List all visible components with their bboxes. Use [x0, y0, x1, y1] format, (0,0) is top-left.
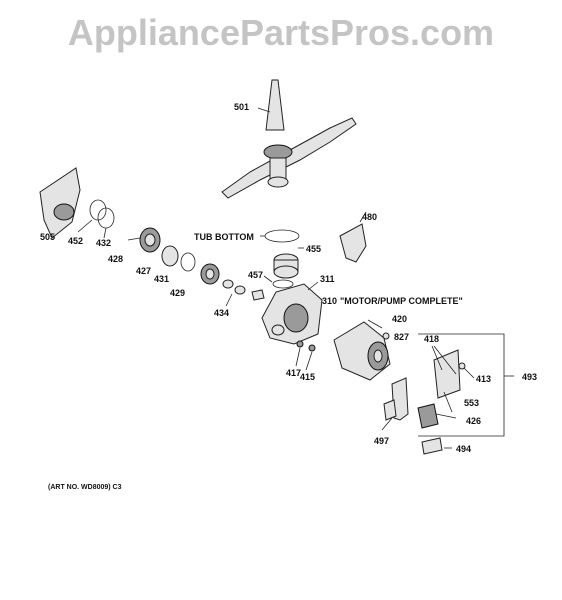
tub-bottom-ring	[264, 229, 300, 243]
clamp-part-457[interactable]	[272, 279, 294, 289]
art-number: (ART NO. WD8009) C3	[48, 484, 122, 491]
connector-part-494[interactable]	[421, 437, 443, 455]
gasket-part-431[interactable]	[180, 252, 196, 272]
callout-413: 413	[476, 374, 491, 384]
callout-501: 501	[234, 102, 249, 112]
screw-part-417[interactable]	[296, 340, 304, 348]
bushing-part-434[interactable]	[222, 279, 265, 301]
callout-827: 827	[394, 332, 409, 342]
tub-bottom-label: TUB BOTTOM	[194, 232, 254, 242]
watermark-logo: AppliancePartsPros.com	[67, 12, 495, 53]
screw-part-413[interactable]	[458, 362, 466, 370]
callout-497: 497	[374, 436, 389, 446]
motor-part-310[interactable]	[333, 321, 391, 381]
callout-431: 431	[154, 274, 169, 284]
motor-pump-number: 310	[322, 296, 337, 306]
inlet-housing-part-505[interactable]	[39, 167, 81, 239]
callout-415: 415	[300, 372, 315, 382]
callout-426: 426	[466, 416, 481, 426]
group-bracket-493	[418, 333, 505, 437]
washer-part-415[interactable]	[308, 344, 316, 352]
spring-part-420[interactable]	[367, 319, 383, 329]
callout-434: 434	[214, 308, 229, 318]
callout-455: 455	[306, 244, 321, 254]
impeller-part-428[interactable]	[127, 227, 161, 253]
leader-418	[431, 345, 457, 375]
callout-553: 553	[464, 398, 479, 408]
callout-452: 452	[68, 236, 83, 246]
callout-494: 494	[456, 444, 471, 454]
spray-arm-part-501[interactable]	[221, 79, 357, 199]
plate-part-427[interactable]	[161, 245, 179, 267]
wire-part-553[interactable]	[443, 391, 453, 413]
seal-part-455[interactable]	[273, 253, 299, 279]
pump-housing-part-311[interactable]	[261, 283, 323, 345]
callout-418: 418	[424, 334, 439, 344]
callout-505: 505	[40, 232, 55, 242]
callout-493: 493	[522, 372, 537, 382]
callout-311: 311	[320, 274, 335, 284]
callout-432: 432	[96, 238, 111, 248]
callout-427: 427	[136, 266, 151, 276]
callout-420: 420	[392, 314, 407, 324]
switch-part-426[interactable]	[417, 403, 457, 429]
cover-part-480[interactable]	[339, 223, 367, 263]
motor-pump-complete-label: "MOTOR/PUMP COMPLETE"	[340, 296, 463, 306]
callout-480: 480	[362, 212, 377, 222]
callout-429: 429	[170, 288, 185, 298]
mount-part-497[interactable]	[383, 377, 409, 421]
clip-part-827[interactable]	[382, 332, 390, 340]
callout-417: 417	[286, 368, 301, 378]
callout-457: 457	[248, 270, 263, 280]
chopper-part-429[interactable]	[200, 263, 220, 285]
callout-428: 428	[108, 254, 123, 264]
bracket-part-418[interactable]	[433, 349, 461, 399]
